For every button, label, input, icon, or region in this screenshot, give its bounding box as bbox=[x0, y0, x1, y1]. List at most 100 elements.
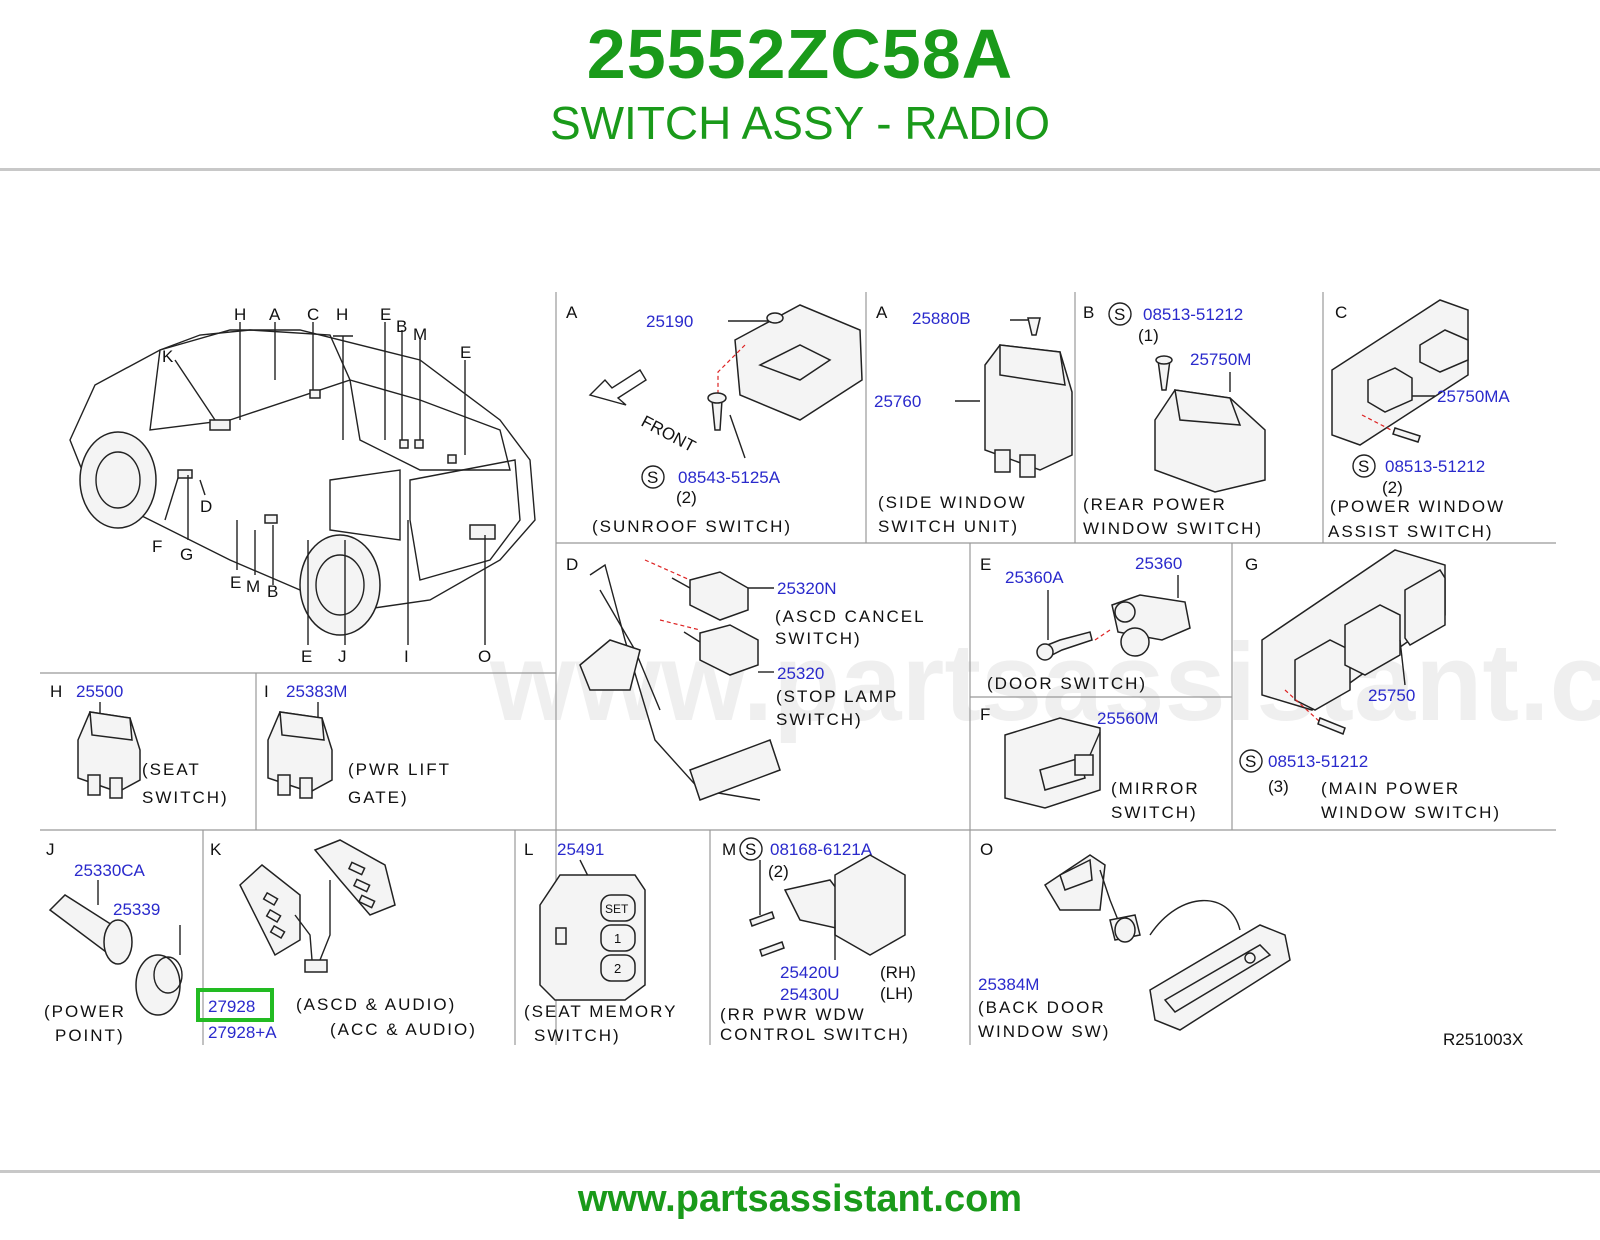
panel-caption: SWITCH) bbox=[775, 629, 862, 648]
svg-text:(RH): (RH) bbox=[880, 963, 916, 982]
panel-o-back-door-window-switch: O 25384M (BACK DOOR WINDOW SW) bbox=[978, 840, 1291, 1041]
diagram-code: R251003X bbox=[1443, 1030, 1523, 1049]
panel-caption: (MAIN POWER bbox=[1321, 779, 1460, 798]
panel-a-side-window-switch: A 25880B 25760 (SIDE WINDOW SWITCH UNIT) bbox=[874, 303, 1073, 536]
svg-text:F: F bbox=[152, 537, 162, 556]
panel-letter: C bbox=[1335, 303, 1347, 322]
set-button-label: SET bbox=[605, 902, 629, 916]
part-number: 25420U bbox=[780, 963, 840, 982]
svg-text:M: M bbox=[413, 325, 427, 344]
svg-text:S: S bbox=[745, 840, 756, 859]
front-arrow-label: FRONT bbox=[638, 412, 699, 456]
svg-text:G: G bbox=[180, 545, 193, 564]
part-number: 25339 bbox=[113, 900, 160, 919]
panel-letter: M bbox=[722, 840, 736, 859]
panel-f-mirror-switch: F 25560M (MIRROR SWITCH) bbox=[980, 705, 1198, 822]
part-number: 25430U bbox=[780, 985, 840, 1004]
svg-text:(2): (2) bbox=[676, 488, 697, 507]
panel-caption: (PWR LIFT bbox=[348, 760, 451, 779]
part-number: 08168-6121A bbox=[770, 840, 873, 859]
highlight-box[interactable] bbox=[196, 988, 274, 1022]
svg-text:E: E bbox=[460, 343, 471, 362]
panel-caption: (POWER bbox=[44, 1002, 126, 1021]
panel-letter: G bbox=[1245, 555, 1258, 574]
svg-text:J: J bbox=[338, 647, 347, 666]
part-number: 25560M bbox=[1097, 709, 1158, 728]
panel-letter: O bbox=[980, 840, 993, 859]
part-number: 08513-51212 bbox=[1143, 305, 1243, 324]
part-number: 25500 bbox=[76, 682, 123, 701]
panel-caption: POINT) bbox=[55, 1026, 125, 1045]
svg-text:A: A bbox=[269, 305, 281, 324]
part-number: 08543-5125A bbox=[678, 468, 781, 487]
part-number: 08513-51212 bbox=[1385, 457, 1485, 476]
part-number: 25360 bbox=[1135, 554, 1182, 573]
part-number-highlighted[interactable]: 27928 bbox=[208, 997, 255, 1016]
svg-text:(2): (2) bbox=[1382, 478, 1403, 497]
part-number: 25320 bbox=[777, 664, 824, 683]
panel-i-power-lift-gate-switch: I 25383M (PWR LIFT GATE) bbox=[264, 682, 451, 807]
svg-text:D: D bbox=[200, 497, 212, 516]
panel-caption: (STOP LAMP bbox=[776, 687, 898, 706]
overview-top-letters: H A C H E B M E K bbox=[162, 305, 471, 366]
panel-j-power-point: J 25330CA 25339 (POWER POINT) bbox=[44, 840, 183, 1045]
part-number: 25760 bbox=[874, 392, 921, 411]
panel-caption: CONTROL SWITCH) bbox=[720, 1025, 910, 1044]
panel-letter: D bbox=[566, 555, 578, 574]
panel-letter: F bbox=[980, 705, 990, 724]
panel-caption: SWITCH) bbox=[142, 788, 229, 807]
part-number-title: 25552ZC58A bbox=[586, 15, 1014, 93]
panel-caption: SWITCH) bbox=[1111, 803, 1198, 822]
panel-caption: WINDOW SWITCH) bbox=[1083, 519, 1263, 538]
part-number: 25880B bbox=[912, 309, 971, 328]
panel-caption: (SUNROOF SWITCH) bbox=[592, 517, 792, 536]
vehicle-overview bbox=[69, 322, 536, 645]
part-number: 25491 bbox=[557, 840, 604, 859]
panel-letter: B bbox=[1083, 303, 1094, 322]
panel-caption: (RR PWR WDW bbox=[720, 1005, 866, 1024]
panel-caption: (SIDE WINDOW bbox=[878, 493, 1027, 512]
footer-divider bbox=[0, 1170, 1600, 1173]
part-number: 25384M bbox=[978, 975, 1039, 994]
panel-caption: SWITCH UNIT) bbox=[878, 517, 1019, 536]
svg-text:S: S bbox=[1358, 457, 1369, 476]
part-number: 25750MA bbox=[1437, 387, 1510, 406]
svg-text:E: E bbox=[230, 573, 241, 592]
svg-text:I: I bbox=[404, 647, 409, 666]
part-number: 25360A bbox=[1005, 568, 1064, 587]
svg-text:S: S bbox=[1114, 305, 1125, 324]
svg-text:(3): (3) bbox=[1268, 777, 1289, 796]
panel-d-stop-lamp-switch: D 25320N (ASCD CANCEL SWITCH) 25320 (STO… bbox=[566, 555, 926, 801]
memory-1-button-label: 1 bbox=[614, 931, 621, 946]
part-number: 25190 bbox=[646, 312, 693, 331]
svg-text:M: M bbox=[246, 577, 260, 596]
part-number: 27928+A bbox=[208, 1023, 277, 1042]
svg-text:E: E bbox=[380, 305, 391, 324]
panel-caption: WINDOW SW) bbox=[978, 1022, 1110, 1041]
panel-caption: SWITCH) bbox=[534, 1026, 621, 1045]
panel-letter: E bbox=[980, 555, 991, 574]
svg-text:H: H bbox=[234, 305, 246, 324]
svg-text:E: E bbox=[301, 647, 312, 666]
panel-caption: (POWER WINDOW bbox=[1330, 497, 1505, 516]
panel-letter: A bbox=[876, 303, 888, 322]
panel-caption: (SEAT bbox=[142, 760, 201, 779]
panel-letter: I bbox=[264, 682, 269, 701]
panel-caption: (ASCD CANCEL bbox=[775, 607, 926, 626]
panel-letter: H bbox=[50, 682, 62, 701]
panel-letter: L bbox=[524, 840, 533, 859]
panel-l-seat-memory-switch: L 25491 SET 1 2 (SEAT MEMORY SWITCH) bbox=[524, 840, 677, 1045]
panel-a-sunroof-switch: A 25190 FRONT S 08543-5125A (2) (SUNROOF… bbox=[566, 303, 863, 536]
footer-url[interactable]: www.partsassistant.com bbox=[577, 1178, 1023, 1220]
part-description: SWITCH ASSY - RADIO bbox=[549, 97, 1051, 149]
svg-text:S: S bbox=[1245, 752, 1256, 771]
panel-caption: (SEAT MEMORY bbox=[524, 1002, 677, 1021]
overview-bottom-letters: F G D E M B E J I O bbox=[152, 497, 491, 666]
svg-text:O: O bbox=[478, 647, 491, 666]
part-number: 25330CA bbox=[74, 861, 146, 880]
panel-letter: J bbox=[46, 840, 55, 859]
panel-caption: SWITCH) bbox=[776, 710, 863, 729]
part-number: 25383M bbox=[286, 682, 347, 701]
panel-c-power-window-assist-switch: C 25750MA S 08513-51212 (2) (POWER WINDO… bbox=[1328, 299, 1510, 541]
